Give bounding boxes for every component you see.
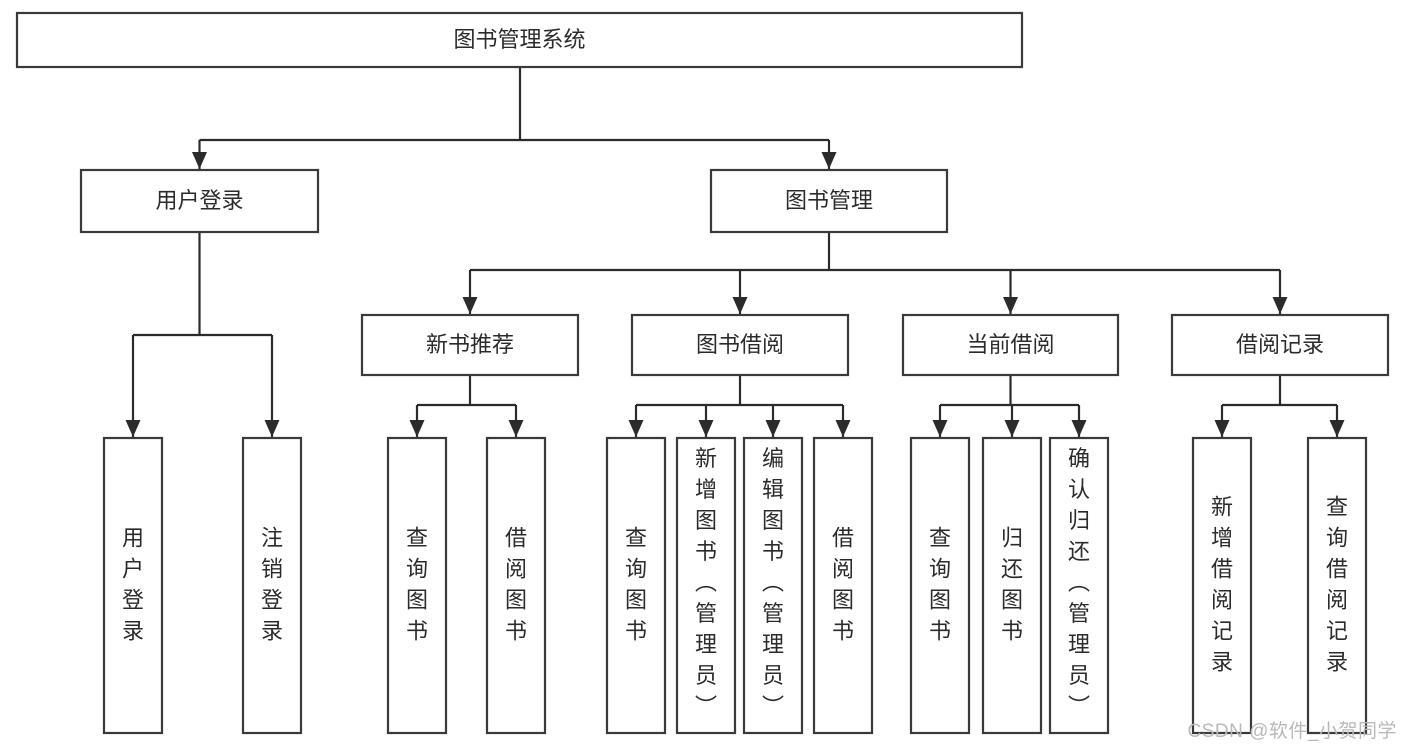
edge-arrow-level3-2	[1003, 297, 1018, 314]
node-book-borrow-rect	[630, 313, 850, 377]
edge-arrow-book-borrow-0	[628, 420, 644, 437]
edge-arrow-current-borrow-1	[1004, 420, 1020, 437]
edge-arrow-level3-0	[462, 297, 478, 314]
node-leaf-return-book-label: 归还图书	[1001, 526, 1023, 644]
node-leaf-borrow-book-1-rect	[485, 436, 547, 735]
node-root-rect	[15, 11, 1024, 69]
node-current-borrow-rect	[901, 313, 1120, 377]
edge-arrow-current-borrow-0	[932, 420, 948, 437]
node-leaf-edit-book-label: 编辑图书︵管理员︶	[762, 446, 784, 719]
node-borrow-record-rect	[1170, 313, 1390, 377]
node-leaf-return-book-rect	[981, 436, 1043, 735]
edge-arrow-level3-3	[1272, 297, 1288, 314]
node-leaf-query-book-3-label: 查询图书	[929, 526, 951, 644]
edge-arrow-current-borrow-2	[1071, 420, 1087, 437]
node-user-login-rect	[79, 168, 320, 234]
edge-arrow-book-borrow-1	[698, 420, 714, 437]
node-leaf-query-book-1-rect	[386, 436, 448, 735]
node-leaf-user-login-rect	[102, 436, 164, 735]
node-leaf-query-record-rect	[1306, 436, 1368, 735]
node-book-manage[interactable]: 图书管理	[709, 168, 949, 234]
edge-arrow-book-borrow-2	[765, 420, 781, 437]
node-leaf-user-logout-rect	[241, 436, 303, 735]
node-borrow-record[interactable]: 借阅记录	[1170, 313, 1390, 377]
node-new-book-rec-label: 新书推荐	[426, 332, 514, 357]
nodes-layer: 图书管理系统用户登录图书管理新书推荐图书借阅当前借阅借阅记录用户登录注销登录查询…	[15, 11, 1390, 735]
edge-arrow-level3-1	[732, 297, 748, 314]
node-new-book-rec-rect	[360, 313, 580, 377]
node-book-borrow[interactable]: 图书借阅	[630, 313, 850, 377]
node-leaf-query-book-3[interactable]: 查询图书	[909, 436, 971, 735]
node-borrow-record-label: 借阅记录	[1236, 332, 1324, 357]
edge-arrow-level2-1	[821, 152, 837, 169]
node-leaf-add-record-label: 新增借阅记录	[1211, 495, 1233, 675]
edge-arrow-borrow-record-0	[1214, 420, 1230, 437]
node-leaf-confirm-return[interactable]: 确认归还︵管理员︶	[1048, 436, 1110, 735]
node-leaf-query-book-2[interactable]: 查询图书	[605, 436, 667, 735]
edges-layer	[125, 67, 1345, 437]
node-current-borrow-label: 当前借阅	[966, 332, 1054, 357]
edge-arrow-new-book-rec-0	[409, 420, 425, 437]
node-leaf-borrow-book-2-label: 借阅图书	[832, 526, 854, 644]
edge-arrow-new-book-rec-1	[508, 420, 524, 437]
node-current-borrow[interactable]: 当前借阅	[901, 313, 1120, 377]
node-leaf-add-record-rect	[1191, 436, 1253, 735]
node-book-manage-label: 图书管理	[785, 188, 873, 213]
node-leaf-user-login[interactable]: 用户登录	[102, 436, 164, 735]
node-leaf-borrow-book-1[interactable]: 借阅图书	[485, 436, 547, 735]
node-user-login[interactable]: 用户登录	[79, 168, 320, 234]
node-leaf-query-record[interactable]: 查询借阅记录	[1306, 436, 1368, 735]
node-root-label: 图书管理系统	[453, 27, 585, 52]
node-leaf-query-record-label: 查询借阅记录	[1326, 495, 1348, 675]
node-leaf-user-logout[interactable]: 注销登录	[241, 436, 303, 735]
node-user-login-label: 用户登录	[155, 188, 243, 213]
node-leaf-add-record[interactable]: 新增借阅记录	[1191, 436, 1253, 735]
node-leaf-query-book-3-rect	[909, 436, 971, 735]
node-book-manage-rect	[709, 168, 949, 234]
edge-arrow-user-login-1	[264, 420, 280, 437]
edge-arrow-user-login-0	[125, 420, 141, 437]
node-new-book-rec[interactable]: 新书推荐	[360, 313, 580, 377]
node-leaf-borrow-book-2[interactable]: 借阅图书	[812, 436, 874, 735]
node-leaf-query-book-2-rect	[605, 436, 667, 735]
node-leaf-borrow-book-1-label: 借阅图书	[505, 526, 527, 644]
edge-arrow-borrow-record-1	[1329, 420, 1345, 437]
node-leaf-user-logout-label: 注销登录	[261, 526, 283, 644]
node-leaf-confirm-return-label: 确认归还︵管理员︶	[1068, 446, 1090, 719]
node-leaf-borrow-book-2-rect	[812, 436, 874, 735]
edge-arrow-book-borrow-3	[835, 420, 851, 437]
node-leaf-user-login-label: 用户登录	[122, 526, 144, 644]
node-leaf-confirm-return-rect	[1048, 436, 1110, 735]
node-leaf-add-book-label: 新增图书︵管理员︶	[695, 446, 717, 719]
watermark-text: CSDN @软件_小贺同学	[1187, 721, 1397, 742]
node-book-borrow-label: 图书借阅	[696, 332, 784, 357]
node-leaf-edit-book[interactable]: 编辑图书︵管理员︶	[742, 436, 804, 735]
node-leaf-return-book[interactable]: 归还图书	[981, 436, 1043, 735]
node-leaf-query-book-2-label: 查询图书	[625, 526, 647, 644]
edge-arrow-level2-0	[192, 152, 207, 169]
node-leaf-query-book-1-label: 查询图书	[406, 526, 428, 644]
node-root[interactable]: 图书管理系统	[15, 11, 1024, 69]
node-leaf-add-book-rect	[675, 436, 737, 735]
node-leaf-edit-book-rect	[742, 436, 804, 735]
node-leaf-add-book[interactable]: 新增图书︵管理员︶	[675, 436, 737, 735]
node-leaf-query-book-1[interactable]: 查询图书	[386, 436, 448, 735]
